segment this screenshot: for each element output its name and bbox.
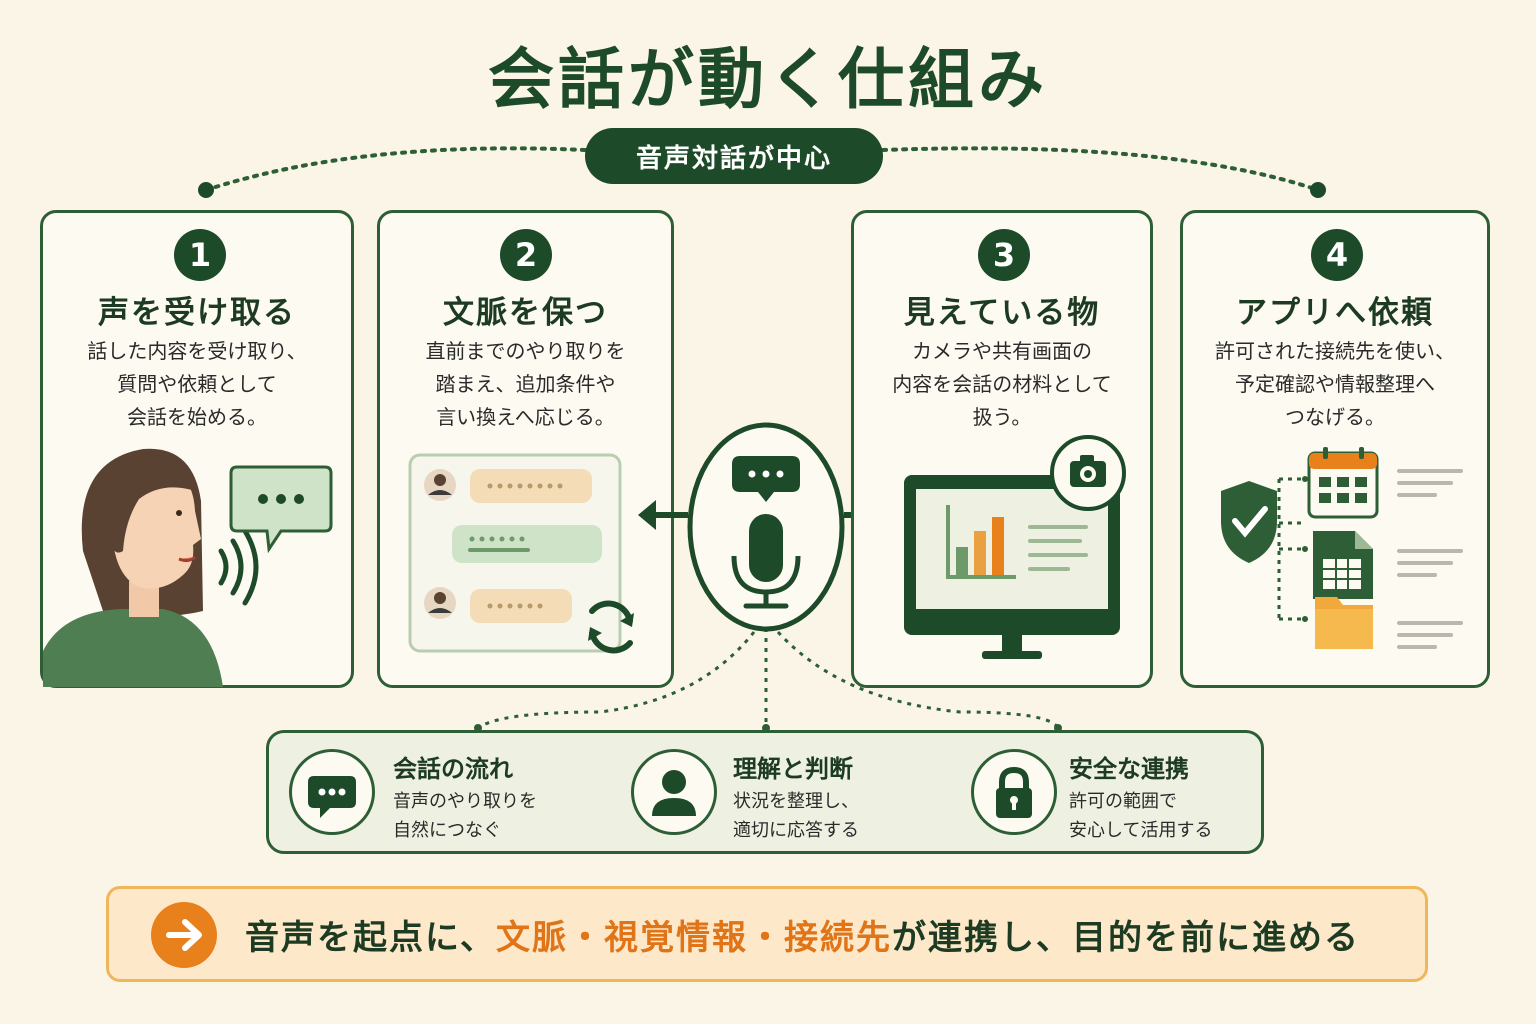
step-title: 文脈を保つ [443,295,608,331]
step-title: 見えている物 [903,295,1101,331]
spreadsheet-icon [1313,531,1373,599]
step-description: 許可された接続先を使い、 予定確認や情報整理へ つなげる。 [1215,339,1455,429]
app-connections-illustration [1221,447,1463,649]
camera-icon [1070,455,1106,487]
page-title: 会話が動く仕組み [488,41,1048,118]
summary-part2: が連携し、目的を前に進める [891,917,1360,958]
feature-description: 音声のやり取りを 自然につなぐ [393,791,537,841]
microphone-hub [638,422,892,632]
person-icon [631,749,717,835]
arrow-right-icon [151,902,217,968]
feature-title: 安全な連携 [1069,755,1189,783]
step-card-1: 1 声を受け取る 話した内容を受け取り、 質問や依頼として 会話を始める。 [40,210,354,688]
summary-highlight: 文脈・視覚情報・接続先 [495,917,892,958]
step-card-4: 4 アプリへ依頼 許可された接続先を使い、 予定確認や情報整理へ つなげる。 [1180,210,1490,688]
chat-bubble-icon [289,749,375,835]
step-description: カメラや共有画面の 内容を会話の材料として 扱う。 [892,339,1112,429]
monitor-illustration [904,435,1126,659]
feature-title: 会話の流れ [393,755,513,783]
refresh-icon [589,600,633,654]
step-number: 3 [978,229,1030,281]
summary-text: 音声を起点に、文脈・視覚情報・接続先が連携し、目的を前に進める [245,889,1360,979]
feature-description: 許可の範囲で 安心して活用する [1069,791,1213,841]
step-number: 4 [1311,229,1363,281]
center-label: 音声対話が中心 [585,128,883,184]
folder-icon [1315,597,1373,649]
summary-banner: 音声を起点に、文脈・視覚情報・接続先が連携し、目的を前に進める [106,886,1428,982]
step-description: 話した内容を受け取り、 質問や依頼として 会話を始める。 [87,339,307,429]
features-panel: 会話の流れ 音声のやり取りを 自然につなぐ 理解と判断 状況を整理し、 適切に応… [266,730,1264,854]
shield-check-icon [1221,481,1277,563]
step-title: アプリへ依頼 [1236,295,1434,331]
step-number: 2 [500,229,552,281]
feature-description: 状況を整理し、 適切に応答する [733,791,859,841]
step-description: 直前までのやり取りを 踏まえ、追加条件や 言い換えへ応じる。 [425,339,626,429]
feature-title: 理解と判断 [733,755,853,783]
step-card-2: 2 文脈を保つ 直前までのやり取りを 踏まえ、追加条件や 言い換えへ応じる。 [377,210,674,688]
speech-bubble-icon [229,465,333,554]
lock-icon [971,749,1057,835]
calendar-icon [1307,447,1379,519]
woman-speaking-illustration [43,448,259,687]
chat-history-illustration [408,453,634,654]
step-number: 1 [174,229,226,281]
step-card-3: 3 見えている物 カメラや共有画面の 内容を会話の材料として 扱う。 [851,210,1153,688]
summary-part1: 音声を起点に、 [245,917,496,958]
step-title: 声を受け取る [98,295,296,331]
